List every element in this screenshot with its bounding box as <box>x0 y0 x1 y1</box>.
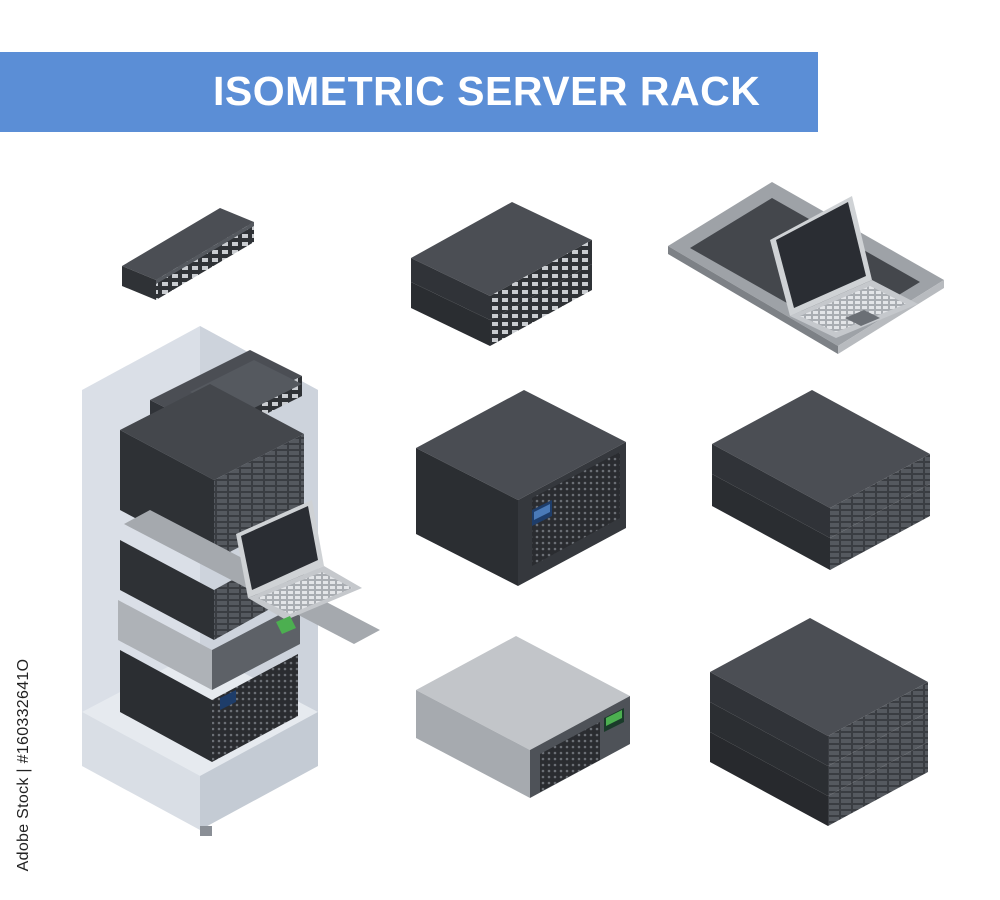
rack-kvm-console <box>668 182 944 354</box>
network-switch-stack <box>411 202 592 346</box>
title-banner: ISOMETRIC SERVER RACK <box>0 52 818 132</box>
tower-server-dark <box>416 390 626 586</box>
ups-unit-light <box>416 636 630 798</box>
rack-server-2u-pair <box>712 390 930 570</box>
rack-server-3u-stack <box>710 618 928 826</box>
server-rack-cabinet <box>82 326 380 836</box>
patch-panel <box>122 208 254 300</box>
banner-title: ISOMETRIC SERVER RACK <box>213 68 761 114</box>
